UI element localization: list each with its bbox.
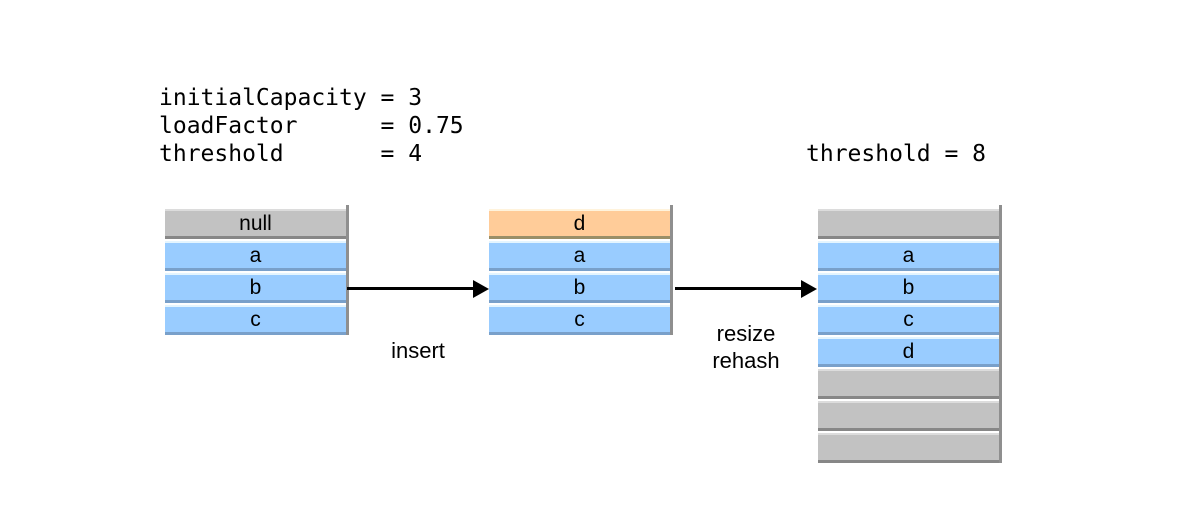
table-cell <box>818 433 999 463</box>
table-cell: d <box>818 337 999 367</box>
table-cell <box>818 209 999 239</box>
resize-arrow-line <box>675 287 801 290</box>
table-cell: b <box>818 273 999 303</box>
insert-arrow-line <box>347 287 473 290</box>
threshold-after-resize-text: threshold = 8 <box>806 141 987 167</box>
resize-label-line: resize <box>716 321 776 346</box>
table-cell <box>818 401 999 431</box>
resize-arrow-head-icon <box>801 280 817 298</box>
hashtable-after-resize: a b c d <box>818 205 1002 463</box>
table-cell: b <box>165 273 346 303</box>
table-cell: a <box>489 241 670 271</box>
table-cell: c <box>818 305 999 335</box>
hashtable-before-insert: null a b c <box>165 205 349 335</box>
table-cell <box>818 369 999 399</box>
table-cell: b <box>489 273 670 303</box>
table-cell: a <box>165 241 346 271</box>
initial-parameters-text: initialCapacity = 3 loadFactor = 0.75 th… <box>159 85 464 167</box>
table-cell: a <box>818 241 999 271</box>
resize-rehash-arrow-label: resize rehash <box>676 320 816 374</box>
table-cell: d <box>489 209 670 239</box>
insert-arrow-head-icon <box>473 280 489 298</box>
table-cell: c <box>489 305 670 335</box>
insert-arrow-label: insert <box>391 338 445 363</box>
table-cell: null <box>165 209 346 239</box>
rehash-label-line: rehash <box>712 348 780 373</box>
table-cell: c <box>165 305 346 335</box>
hashtable-after-insert: d a b c <box>489 205 673 335</box>
